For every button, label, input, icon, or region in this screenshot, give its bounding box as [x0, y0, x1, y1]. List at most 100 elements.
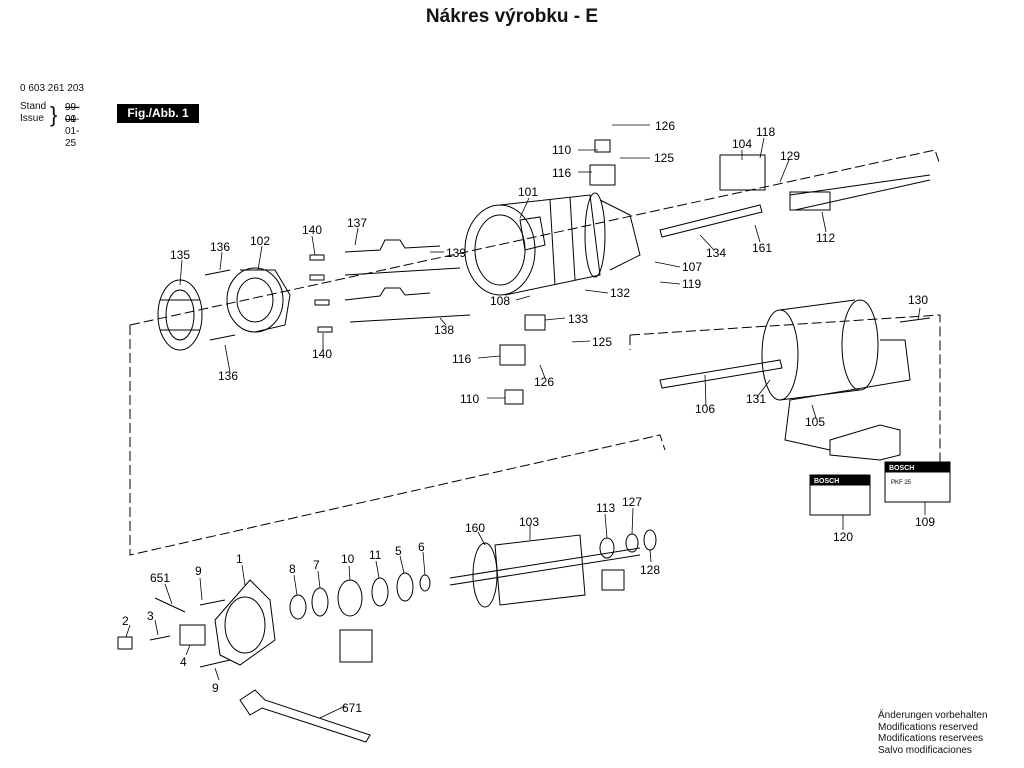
footer-notice: Änderungen vorbehalten Modifications res…: [878, 710, 988, 756]
footer-line: Modifications reservees: [878, 733, 984, 744]
carbon-brush-part: [594, 139, 611, 153]
part-callout: 160: [465, 521, 485, 535]
part-callout: 3: [147, 609, 154, 623]
switch-rod-part: [659, 204, 763, 238]
part-callout: 7: [313, 558, 320, 572]
part-callout: 4: [180, 655, 187, 669]
part-callout: 10: [341, 552, 355, 566]
bearing-part: [599, 537, 615, 559]
part-callout: 119: [682, 277, 701, 291]
figure-label: Fig./Abb. 1: [117, 104, 199, 123]
screw-part: [199, 659, 231, 668]
wire-part: [349, 314, 471, 323]
part-callout: 5: [395, 544, 402, 558]
shaft-part: [659, 359, 783, 389]
part-callout: 2: [122, 614, 129, 628]
part-callout: 127: [622, 495, 642, 509]
footer-line: Änderungen vorbehalten: [878, 710, 988, 721]
stator-part: [226, 267, 291, 333]
part-callout: 9: [212, 681, 219, 695]
part-callout: 116: [452, 352, 471, 366]
part-callout: 110: [460, 392, 479, 406]
part-callout: 125: [592, 335, 612, 349]
screw-part: [149, 635, 171, 641]
flange-part: [214, 579, 276, 666]
upper-frame: [129, 149, 941, 326]
strain-relief-part: [789, 191, 831, 211]
part-callout: 128: [640, 563, 660, 577]
ring-part: [396, 572, 414, 602]
part-number: 0 603 261 203: [20, 83, 84, 94]
middle-frame: [629, 314, 941, 470]
badge-brand: BOSCH: [889, 465, 914, 472]
wire-part: [344, 287, 431, 301]
part-callout: 136: [218, 369, 238, 383]
part-callout: 132: [610, 286, 630, 300]
footer-line: Salvo modificaciones: [878, 744, 972, 756]
part-callout: 120: [833, 530, 853, 544]
part-callout: 101: [518, 185, 538, 199]
part-callout: 134: [706, 246, 726, 260]
part-callout: 671: [342, 701, 362, 715]
stand-label: Stand: [20, 101, 47, 112]
part-callout: 140: [312, 347, 332, 361]
spanner-part: [239, 689, 371, 743]
part-callout: 138: [434, 323, 454, 337]
screw-part: [204, 269, 231, 276]
brush-part: [601, 569, 625, 591]
screw-part: [199, 599, 226, 606]
part-callout: 133: [568, 312, 588, 326]
plug-part: [829, 424, 901, 461]
part-callout: 135: [170, 248, 190, 262]
ring-part: [311, 587, 329, 617]
part-callout: 102: [250, 234, 270, 248]
pin-part: [309, 254, 325, 261]
pin-part: [317, 326, 333, 333]
part-callout: 131: [746, 392, 766, 406]
part-callout: 112: [816, 231, 835, 245]
part-callout: 651: [150, 571, 170, 585]
sleeve-part: [761, 299, 879, 401]
part-callout: 9: [195, 564, 202, 578]
part-callout: 104: [732, 137, 752, 151]
part-callout: 11: [369, 548, 382, 562]
bearing-part: [337, 579, 363, 617]
wire-part: [344, 267, 461, 276]
part-callout: 126: [655, 119, 675, 133]
part-callout: 118: [756, 125, 775, 139]
brush-holder-part: [499, 344, 526, 366]
part-callout: 8: [289, 562, 296, 576]
page-title: Nákres výrobku - E: [425, 6, 599, 27]
switch-part: [719, 154, 766, 191]
part-callout: 103: [519, 515, 539, 529]
collet-nut-part: [179, 624, 206, 646]
power-cable-part: [784, 339, 911, 451]
badge-model: PKF 25: [891, 480, 912, 486]
screw-part: [209, 334, 236, 341]
part-callout: 106: [695, 402, 715, 416]
part-callout: 1: [236, 552, 243, 566]
ring-part: [643, 529, 657, 551]
part-callout: 136: [210, 240, 230, 254]
part-callout: 109: [915, 515, 935, 529]
part-callout: 108: [490, 294, 510, 308]
spring-part: [524, 314, 546, 331]
pin-part: [314, 299, 330, 306]
part-callout: 140: [302, 223, 322, 237]
part-callout: 107: [682, 260, 702, 274]
part-callout: 126: [534, 375, 554, 389]
part-callout: 6: [418, 540, 425, 554]
part-callout: 116: [552, 166, 571, 180]
part-callout: 137: [347, 216, 367, 230]
part-callout: 129: [780, 149, 800, 163]
wire-part: [344, 239, 441, 253]
motor-housing-part: [464, 192, 641, 296]
end-cap-part: [157, 279, 203, 351]
armature-part: [449, 534, 641, 608]
brush-holder-part: [589, 164, 616, 186]
footer-line: Modifications reserved: [878, 721, 979, 733]
stand-date: 99-01: [65, 102, 80, 125]
part-callout: 110: [552, 143, 571, 157]
part-callout: 130: [908, 293, 928, 307]
